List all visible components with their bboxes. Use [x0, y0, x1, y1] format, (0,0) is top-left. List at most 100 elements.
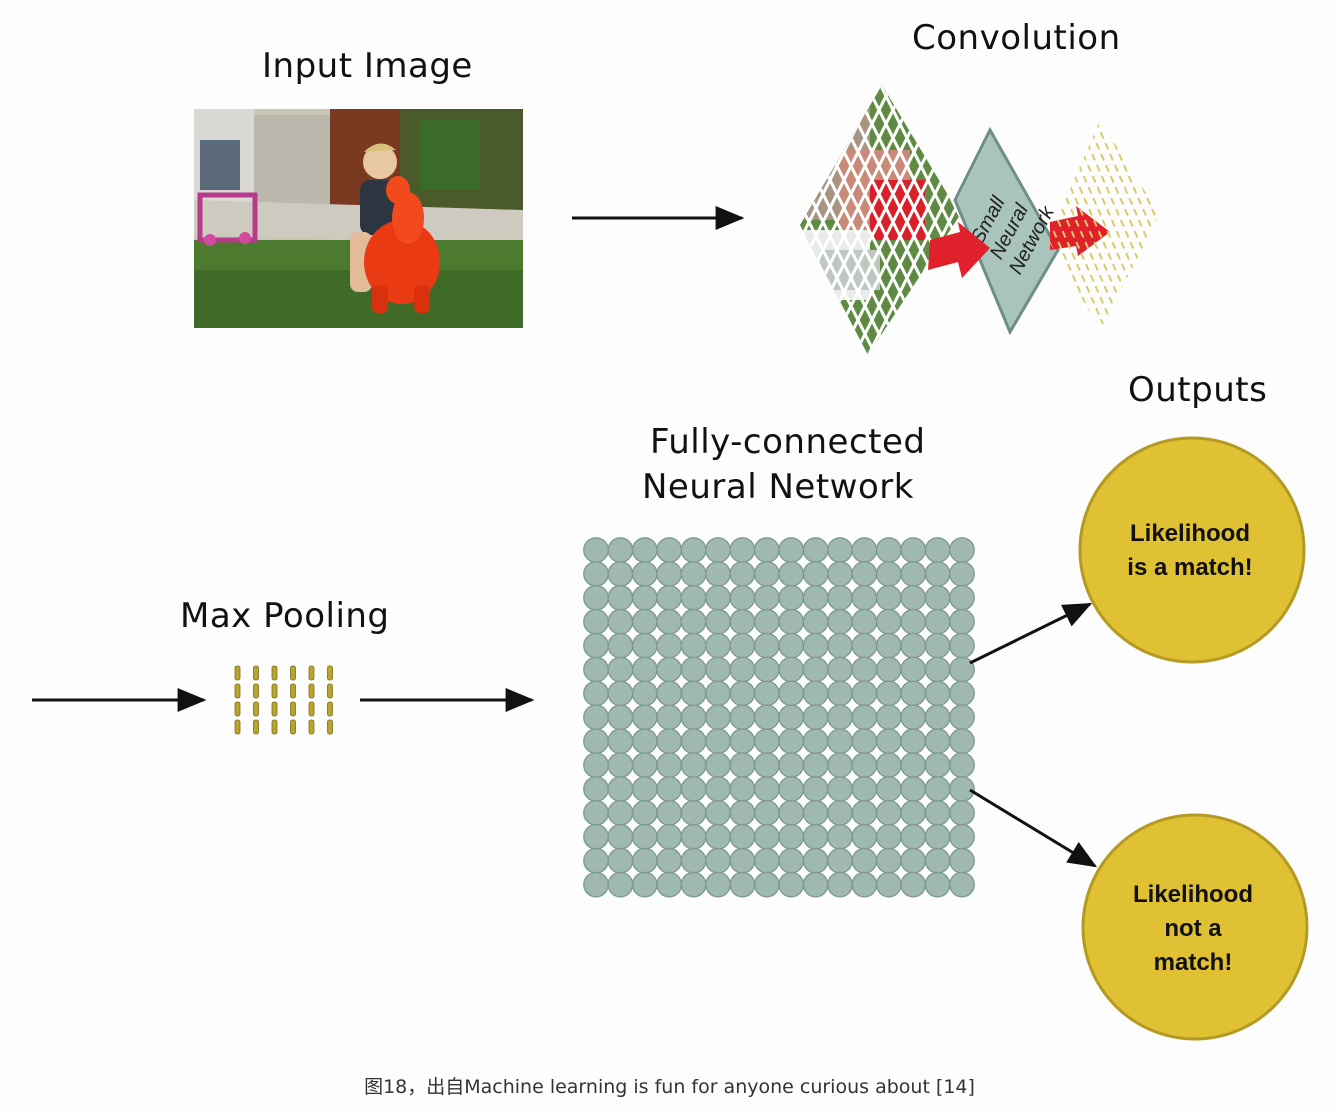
neuron [924, 752, 951, 778]
tile-line [800, 85, 906, 355]
neuron [680, 608, 707, 635]
neuron [851, 704, 878, 731]
neuron [875, 584, 902, 611]
neuron [729, 561, 756, 587]
neuron [607, 680, 634, 707]
neuron [753, 584, 780, 611]
tile-line [534, 60, 694, 380]
neuron [680, 728, 707, 755]
neuron [753, 776, 780, 802]
pooled-cell [290, 701, 296, 717]
neuron [607, 752, 634, 778]
neuron [607, 704, 634, 731]
tile-line [854, 85, 960, 355]
neuron [778, 752, 805, 778]
neuron [875, 561, 902, 587]
pooled-cell [271, 665, 278, 681]
neuron [705, 680, 731, 707]
neuron [949, 656, 975, 683]
neuron [607, 584, 634, 611]
neuron [778, 847, 805, 874]
neuron [900, 847, 927, 874]
neuron [583, 680, 609, 707]
neuron [949, 752, 975, 778]
neuron [656, 656, 683, 683]
tile-line [1164, 60, 1324, 380]
neuron [900, 728, 927, 755]
neuron [778, 584, 805, 611]
pooled-cell [308, 665, 315, 681]
neuron [583, 728, 609, 755]
neuron [851, 800, 878, 826]
neuron [656, 776, 683, 802]
neuron [802, 608, 829, 635]
neuron [753, 680, 780, 707]
tile-line [560, 60, 720, 380]
neuron [802, 680, 829, 707]
neuron [753, 871, 780, 898]
neuron [705, 656, 731, 683]
input-image-title: Input Image [262, 46, 473, 86]
neuron [778, 800, 805, 826]
neuron [827, 632, 853, 659]
tile-line [616, 60, 776, 380]
neuron [753, 800, 780, 826]
neuron [778, 823, 805, 850]
pooled-cell [290, 719, 296, 735]
neuron [705, 752, 731, 778]
neuron [949, 584, 975, 611]
neuron [753, 537, 780, 563]
tile-line [1150, 60, 1310, 380]
pooled-cell [327, 701, 333, 717]
tile-line [1078, 60, 1238, 380]
output-match-line1: Likelihood [1130, 520, 1250, 547]
tile-line [506, 60, 666, 380]
neuron [631, 704, 658, 731]
arrow-to-match [969, 602, 1093, 665]
neuron [875, 752, 902, 778]
neuron [631, 537, 658, 563]
neuron [705, 584, 731, 611]
neuron [924, 728, 951, 755]
neuron [680, 584, 707, 611]
pooled-cell [234, 683, 241, 699]
tile-line [532, 60, 692, 380]
neuron [900, 800, 927, 826]
neuron [851, 728, 878, 755]
neuron [924, 847, 951, 874]
neuron [900, 632, 927, 659]
output-match-line2: is a match! [1127, 554, 1252, 581]
neuron [656, 847, 683, 874]
neuron [827, 608, 853, 635]
neuron [729, 847, 756, 874]
neuron [583, 823, 609, 850]
neuron [607, 728, 634, 755]
neuron [778, 561, 805, 587]
neuron [802, 871, 829, 898]
neuron [875, 847, 902, 874]
neuron [705, 823, 731, 850]
tile-line [800, 85, 808, 355]
neuron [753, 728, 780, 755]
neuron [583, 632, 609, 659]
neuron [802, 823, 829, 850]
pooled-cell [290, 665, 296, 681]
neuron [729, 537, 756, 563]
pooled-cell [290, 683, 296, 699]
neuron [680, 800, 707, 826]
neuron [631, 561, 658, 587]
neuron [656, 537, 683, 563]
tile-line [1092, 60, 1252, 380]
neuron [680, 537, 707, 563]
neuron [631, 847, 658, 874]
neuron [875, 608, 902, 635]
pooled-cell [253, 665, 259, 681]
neuron [583, 871, 609, 898]
neuron [827, 847, 853, 874]
tile-line [576, 60, 736, 380]
neuron [778, 871, 805, 898]
neuron [900, 608, 927, 635]
neuron [875, 680, 902, 707]
neuron [802, 537, 829, 563]
neuron [705, 608, 731, 635]
